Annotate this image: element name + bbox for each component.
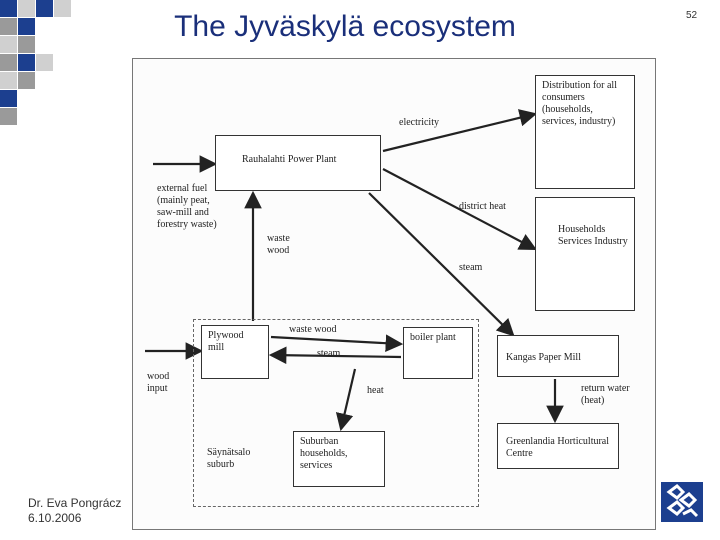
- deco-square: [18, 54, 35, 71]
- deco-square: [54, 0, 71, 17]
- arrow-heat: [335, 368, 357, 432]
- deco-square: [0, 18, 17, 35]
- box-boiler-plant: boiler plant: [403, 327, 473, 379]
- ecosystem-diagram: Rauhalahti Power Plant Distribution for …: [132, 58, 656, 530]
- box-suburban-households: Suburban households, services: [293, 431, 385, 487]
- author-name: Dr. Eva Pongrácz: [28, 496, 122, 510]
- university-logo-icon: [661, 482, 703, 522]
- deco-square: [0, 90, 17, 107]
- label-saynatsalo-suburb: Säynätsalo suburb: [207, 447, 251, 470]
- label-waste-wood-up: waste wood: [267, 233, 290, 256]
- box-households-services-industry: Households Services Industry: [535, 197, 635, 311]
- deco-square: [0, 72, 17, 89]
- arrow-waste-wood: [270, 334, 404, 352]
- label-steam: steam: [459, 262, 483, 273]
- saynatsalo-area: [193, 319, 479, 507]
- label-external-fuel: external fuel (mainly peat, saw-mill and…: [157, 183, 217, 230]
- presentation-date: 6.10.2006: [28, 511, 82, 525]
- label-electricity: electricity: [399, 117, 439, 128]
- deco-square: [0, 54, 17, 71]
- deco-square: [18, 36, 35, 53]
- arrow-steam-local: [268, 346, 402, 365]
- slide-title: The Jyväskylä ecosystem: [174, 10, 516, 43]
- arrow-district-heat: [382, 168, 537, 251]
- arrow-electricity: [382, 109, 538, 153]
- label-district-heat: district heat: [459, 201, 506, 212]
- author-block: Dr. Eva Pongrácz 6.10.2006: [28, 496, 121, 526]
- page-number: 52: [686, 10, 698, 21]
- arrow-steam-paper-mill: [368, 192, 515, 337]
- box-distribution: Distribution for all consumers (househol…: [535, 75, 635, 189]
- university-logo-mark: [666, 484, 699, 518]
- label-waste-wood: waste wood: [289, 324, 337, 335]
- box-kangas-paper-mill: Kangas Paper Mill: [497, 335, 619, 377]
- deco-square: [0, 36, 17, 53]
- box-greenlandia: Greenlandia Horticultural Centre: [497, 423, 619, 469]
- label-wood-input: wood input: [147, 371, 170, 394]
- label-heat: heat: [367, 385, 384, 396]
- deco-square: [18, 72, 35, 89]
- label-return-water: return water (heat): [581, 383, 630, 406]
- box-rauhalahti-power-plant: Rauhalahti Power Plant: [215, 135, 381, 191]
- deco-square: [36, 0, 53, 17]
- label-steam-local: steam: [317, 348, 341, 359]
- deco-square: [36, 54, 53, 71]
- deco-square: [18, 18, 35, 35]
- box-plywood-mill: Plywood mill: [201, 325, 269, 379]
- flow-arrows: [145, 109, 564, 432]
- deco-square: [0, 0, 17, 17]
- deco-square: [0, 108, 17, 125]
- deco-square: [18, 0, 35, 17]
